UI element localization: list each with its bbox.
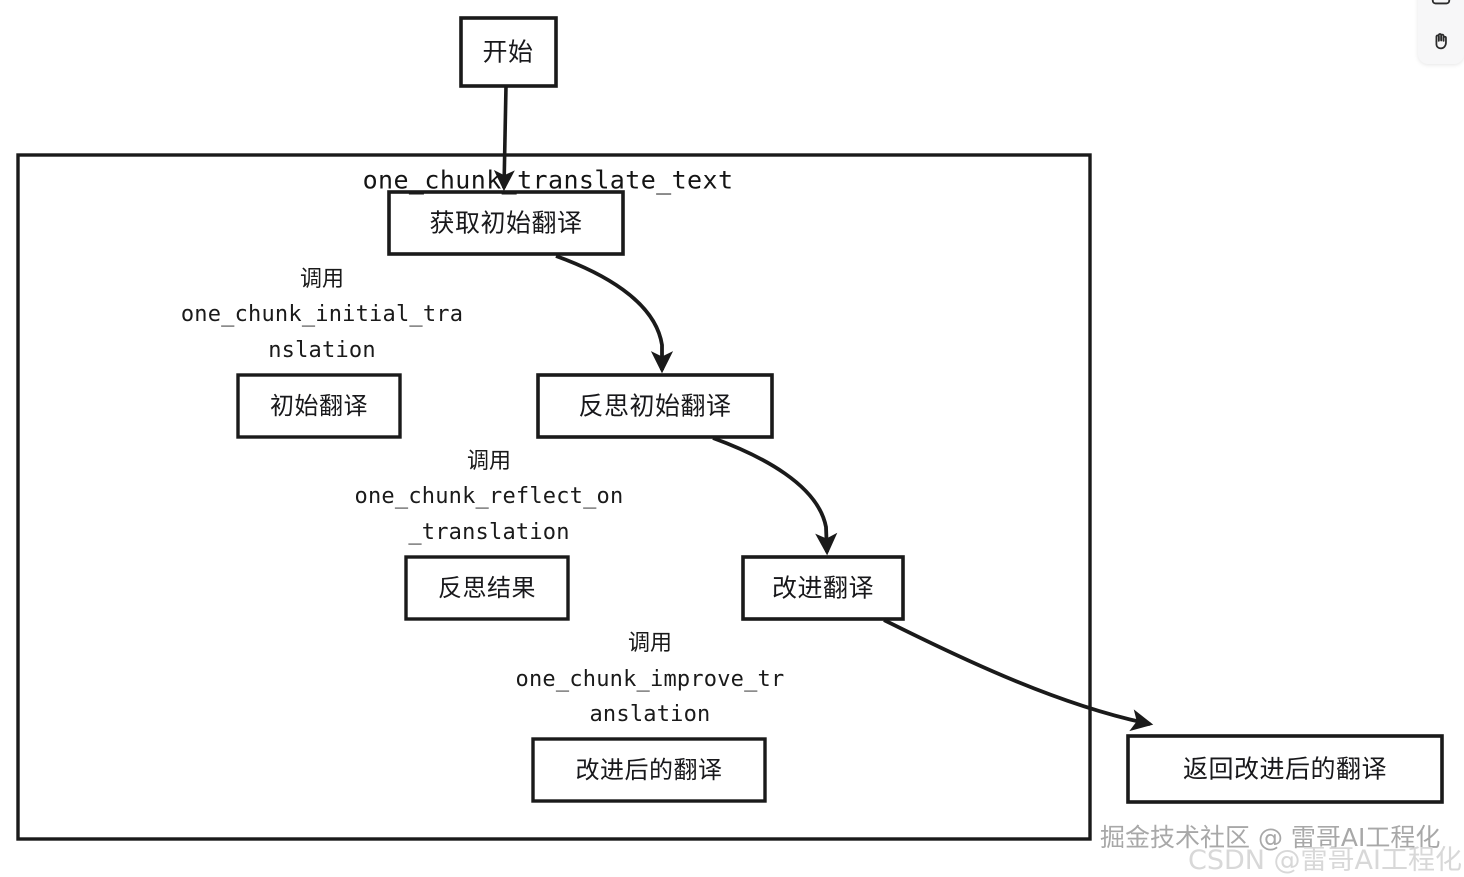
node-return-label: 返回改进后的翻译 — [1182, 754, 1388, 784]
edge-label-initial-fn-line1: one_chunk_initial_tra — [180, 302, 464, 327]
edge-label-improve-call: 调用 — [627, 631, 673, 656]
pan-button[interactable] — [1426, 26, 1456, 56]
edge-label-improve-fn-line1: one_chunk_improve_tr — [515, 667, 785, 692]
result-box-initial-label: 初始翻译 — [270, 392, 368, 420]
node-improve-shape[interactable] — [741, 555, 905, 621]
edge-label-initial-fn-line2: nslation — [268, 338, 376, 363]
edge-initial-to-reflect — [555, 254, 674, 374]
result-box-reflect-shape — [404, 555, 570, 621]
result-box-reflect-label: 反思结果 — [438, 574, 536, 602]
edge-start-to-initial — [493, 85, 515, 192]
edge-improve-to-return — [883, 618, 1154, 732]
edge-label-improve-fn-line2: anslation — [589, 702, 711, 727]
edge-label-reflect-fn-line2: _translation — [408, 520, 570, 545]
result-box-improve-shape — [531, 737, 767, 803]
node-initial-label: 获取初始翻译 — [429, 208, 583, 238]
node-initial-shape[interactable] — [387, 190, 625, 256]
result-box-improve-label: 改进后的翻译 — [575, 756, 723, 784]
edge-label-reflect-call: 调用 — [466, 449, 512, 474]
screenshot-button[interactable] — [1426, 0, 1456, 12]
result-box-initial-shape — [236, 373, 402, 439]
edge-label-reflect-fn-line1: one_chunk_reflect_on — [354, 484, 624, 509]
node-reflect-label: 反思初始翻译 — [578, 391, 732, 421]
edge-reflect-to-improve — [712, 436, 838, 556]
watermark-csdn: CSDN @雷哥AI工程化 — [1188, 845, 1462, 876]
node-reflect-shape[interactable] — [536, 373, 774, 439]
node-start-shape[interactable] — [459, 16, 558, 88]
node-start-label: 开始 — [482, 37, 534, 67]
watermark-juejin: 掘金技术社区 @ 雷哥AI工程化 — [1100, 823, 1441, 852]
cluster-label: one_chunk_translate_text — [362, 165, 734, 195]
node-return-shape[interactable] — [1126, 734, 1444, 804]
cluster-border — [16, 153, 1092, 841]
robot-icon — [1431, 0, 1451, 5]
edge-label-initial-call: 调用 — [299, 267, 345, 292]
floating-toolbar — [1418, 0, 1464, 64]
hand-icon — [1435, 33, 1447, 50]
node-improve-label: 改进翻译 — [771, 573, 875, 603]
